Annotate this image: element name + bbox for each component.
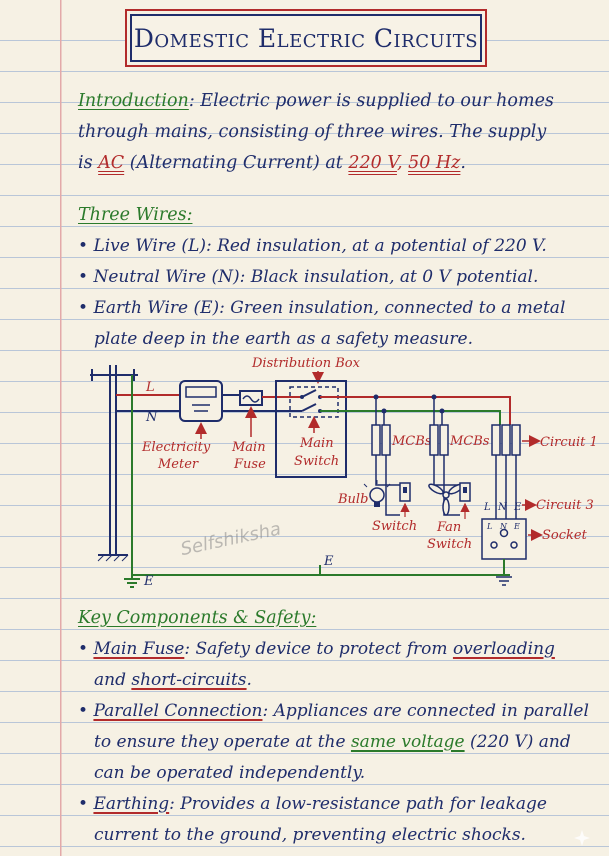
earthing-cont: current to the ground, preventing electr… xyxy=(94,825,526,845)
key-heading: Key Components & Safety: xyxy=(78,608,317,628)
ground-e-label: E xyxy=(143,574,154,589)
main-fuse-icon xyxy=(239,390,263,406)
key-heading-line: Key Components & Safety: xyxy=(78,603,588,634)
mcb-group-2 xyxy=(429,424,449,456)
ac-term: AC xyxy=(98,153,125,173)
socket-icon xyxy=(481,518,527,560)
bulb-icon xyxy=(363,480,391,507)
ground-hatch xyxy=(97,554,129,562)
earthing-text: : Provides a low-resistance path for lea… xyxy=(169,794,547,814)
sparkle-icon xyxy=(574,830,590,846)
watermark-text: Selfshiksha xyxy=(179,518,283,560)
three-wires-heading: Three Wires: xyxy=(78,205,193,225)
list-item: • Earth Wire (E): Green insulation, conn… xyxy=(78,298,566,318)
wire-n-label: N xyxy=(145,410,158,425)
wire-e-label: E xyxy=(323,554,334,569)
parallel-line2-pre: to ensure they operate at the xyxy=(94,732,351,752)
same-voltage-term: same voltage xyxy=(350,732,465,752)
intro-comma: , xyxy=(396,153,403,173)
page-title: Domestic Electric Circuits xyxy=(133,23,479,53)
live-wire-text: Live Wire (L): Red insulation, at a pote… xyxy=(93,236,547,256)
box-e-label: E xyxy=(513,502,522,513)
neutral-bus xyxy=(320,410,501,425)
socket-l-label: L xyxy=(486,522,492,531)
distribution-box-label: Distribution Box xyxy=(251,356,361,371)
earthing-term: Earthing xyxy=(93,794,170,814)
fan-icon xyxy=(428,483,464,516)
overloading-term: overloading xyxy=(452,639,555,659)
mcbs-label-2: MCBs xyxy=(449,434,490,449)
list-item: • Parallel Connection: Appliances are co… xyxy=(78,701,589,721)
intro-line-1: Introduction: Electric power is supplied… xyxy=(78,91,554,111)
intro-line3-mid: (Alternating Current) at xyxy=(124,153,349,173)
earth-wire-text-cont: plate deep in the earth as a safety meas… xyxy=(94,329,474,349)
short-circuits-term: short-circuits xyxy=(131,670,247,690)
fuse-label-1: Main xyxy=(231,440,266,455)
fan-switch-label-2: Switch xyxy=(427,537,472,552)
bulb-label: Bulb xyxy=(337,492,368,507)
main-switch-label-1: Main xyxy=(299,436,334,451)
earth-wire-text: Earth Wire (E): Green insulation, connec… xyxy=(93,298,566,318)
main-fuse-cont: and short-circuits. xyxy=(94,665,609,696)
main-switch-label-2: Switch xyxy=(294,454,339,469)
wire-l-label: L xyxy=(145,380,155,395)
intro-period: . xyxy=(460,153,466,173)
three-wires-heading-line: Three Wires: xyxy=(78,200,588,231)
page-title-box: Domestic Electric Circuits xyxy=(130,14,482,62)
electricity-meter-icon xyxy=(179,380,223,422)
distribution-box xyxy=(275,380,347,478)
parallel-line2-post: (220 V) and xyxy=(464,732,571,752)
box-l-label: L xyxy=(483,502,491,513)
intro-heading: Introduction xyxy=(78,91,189,111)
live-bus xyxy=(320,396,511,425)
list-item: • Neutral Wire (N): Black insulation, at… xyxy=(78,267,539,287)
socket-label: Socket xyxy=(542,528,588,543)
meter-label-2: Meter xyxy=(157,457,199,472)
circuit-1-label: Circuit 1 xyxy=(540,435,598,450)
circuit-3-label: Circuit 3 xyxy=(536,498,594,513)
fan-switch-label-1: Fan xyxy=(436,520,461,535)
meter-label-1: Electricity xyxy=(141,440,211,455)
earth-ground-icon xyxy=(124,575,140,588)
main-fuse-text: : Safety device to protect from xyxy=(184,639,453,659)
circuit-diagram: L N Distribution Box Main Switch xyxy=(90,356,598,589)
box-n-label: N xyxy=(497,502,508,513)
list-item: • Main Fuse: Safety device to protect fr… xyxy=(78,639,555,659)
voltage-value: 220 V xyxy=(348,153,397,173)
mcb-group-1 xyxy=(371,424,391,456)
intro-text-1: Electric power is supplied to our homes xyxy=(200,91,554,111)
socket-e-label: E xyxy=(513,522,520,531)
intro-line3-pre: is xyxy=(78,153,99,173)
socket-n-label: N xyxy=(499,522,508,531)
main-fuse-term: Main Fuse xyxy=(93,639,185,659)
list-item: • Earthing: Provides a low-resistance pa… xyxy=(78,794,547,814)
parallel-text: : Appliances are connected in parallel xyxy=(262,701,589,721)
list-item: • Live Wire (L): Red insulation, at a po… xyxy=(78,236,547,256)
parallel-connection-term: Parallel Connection xyxy=(93,701,263,721)
period: . xyxy=(246,670,252,690)
mcbs-label-1: MCBs xyxy=(391,434,432,449)
intro-line-3: is AC (Alternating Current) at 220 V, 50… xyxy=(78,148,588,179)
intro-line-2: through mains, consisting of three wires… xyxy=(78,122,547,142)
and-word: and xyxy=(94,670,132,690)
socket-ground-icon xyxy=(496,576,512,586)
switch-label: Switch xyxy=(372,519,417,534)
neutral-wire-text: Neutral Wire (N): Black insulation, at 0… xyxy=(93,267,539,287)
utility-pole-icon xyxy=(90,365,138,556)
parallel-cont-2: can be operated independently. xyxy=(94,763,366,783)
mcb-group-3 xyxy=(491,424,521,456)
fuse-label-2: Fuse xyxy=(233,457,266,472)
parallel-cont-1: to ensure they operate at the same volta… xyxy=(94,727,609,758)
frequency-value: 50 Hz xyxy=(408,153,461,173)
